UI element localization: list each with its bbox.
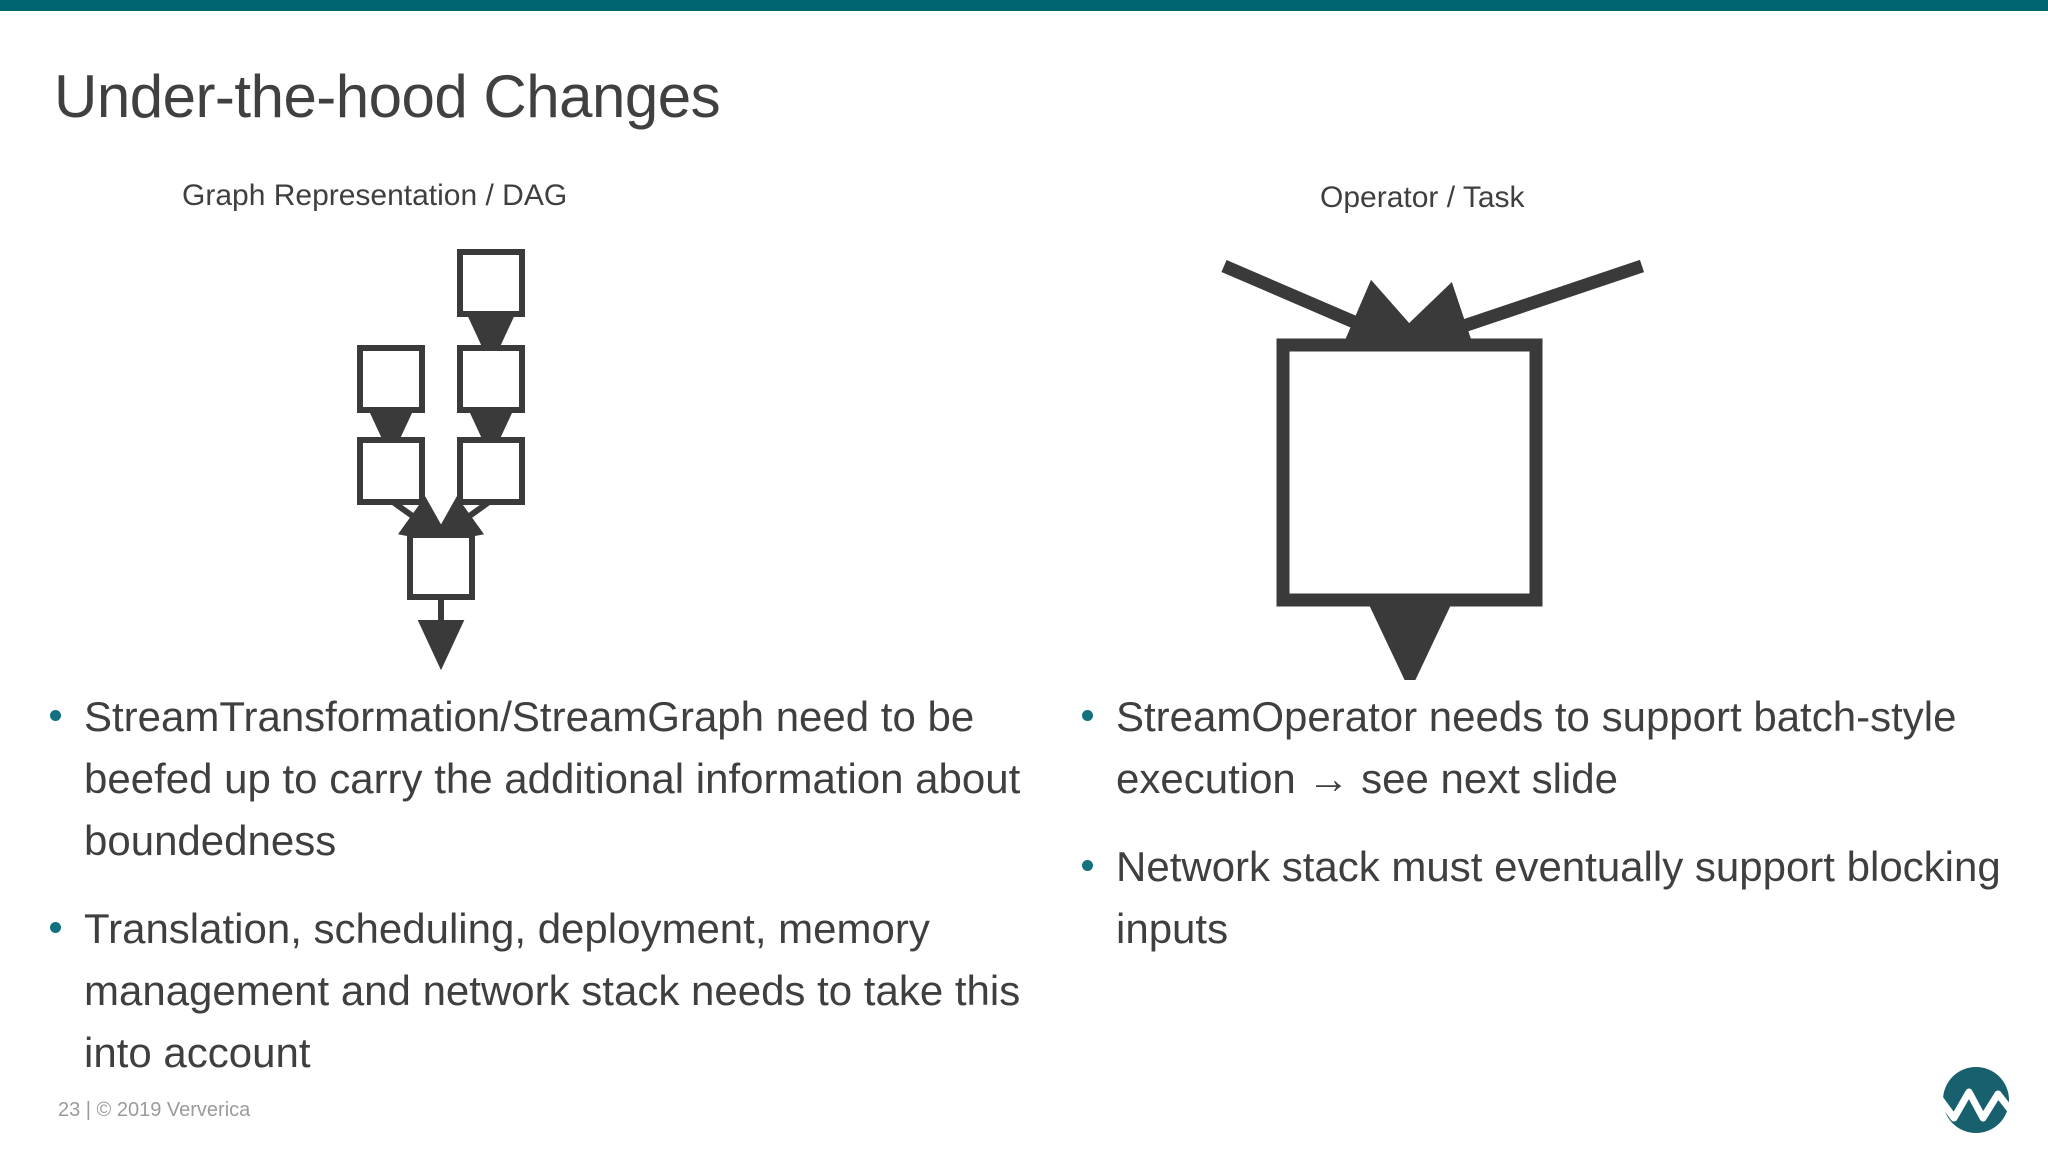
slide-footer: 23 | © 2019 Ververica xyxy=(58,1099,251,1121)
left-column-caption: Graph Representation / DAG xyxy=(182,179,568,212)
right-column-caption: Operator / Task xyxy=(1320,181,1525,214)
operator-task-diagram xyxy=(1180,240,1700,692)
bullet-text: StreamOperator needs to support batch-st… xyxy=(1116,693,1957,802)
dag-diagram xyxy=(300,230,700,680)
operator-box xyxy=(1276,338,1543,607)
list-item: StreamTransformation/StreamGraph need to… xyxy=(46,686,1046,872)
dag-svg xyxy=(357,249,525,671)
bullet-text: StreamTransformation/StreamGraph need to… xyxy=(84,693,1021,864)
bullet-dot-icon xyxy=(50,710,61,721)
dag-edge-n5-n6 xyxy=(429,496,491,545)
page-title: Under-the-hood Changes xyxy=(54,63,721,130)
list-item: Translation, scheduling, deployment, mem… xyxy=(46,898,1046,1084)
dag-edge-n4-n6 xyxy=(391,496,453,545)
dag-node xyxy=(457,437,525,505)
dag-node xyxy=(357,345,425,413)
bullet-dot-icon xyxy=(1082,710,1093,721)
top-accent-bar xyxy=(0,0,2048,11)
operator-task-svg xyxy=(1221,259,1645,692)
left-bullet-list: StreamTransformation/StreamGraph need to… xyxy=(46,686,1046,1084)
dag-node xyxy=(357,437,425,505)
operator-input-arrow-left xyxy=(1221,260,1442,364)
bullet-dot-icon xyxy=(50,922,61,933)
dag-node xyxy=(457,345,525,413)
list-item: StreamOperator needs to support batch-st… xyxy=(1078,686,2028,810)
operator-input-arrow-right xyxy=(1375,259,1645,369)
ververica-logo xyxy=(1936,1062,2016,1138)
ververica-logo-icon xyxy=(1936,1067,2016,1133)
dag-node xyxy=(457,249,525,317)
dag-node xyxy=(407,532,475,600)
bullet-text: Translation, scheduling, deployment, mem… xyxy=(84,905,1021,1076)
bullet-text: Network stack must eventually support bl… xyxy=(1116,843,2001,952)
bullet-dot-icon xyxy=(1082,860,1093,871)
right-bullet-list: StreamOperator needs to support batch-st… xyxy=(1078,686,2028,960)
list-item: Network stack must eventually support bl… xyxy=(1078,836,2028,960)
